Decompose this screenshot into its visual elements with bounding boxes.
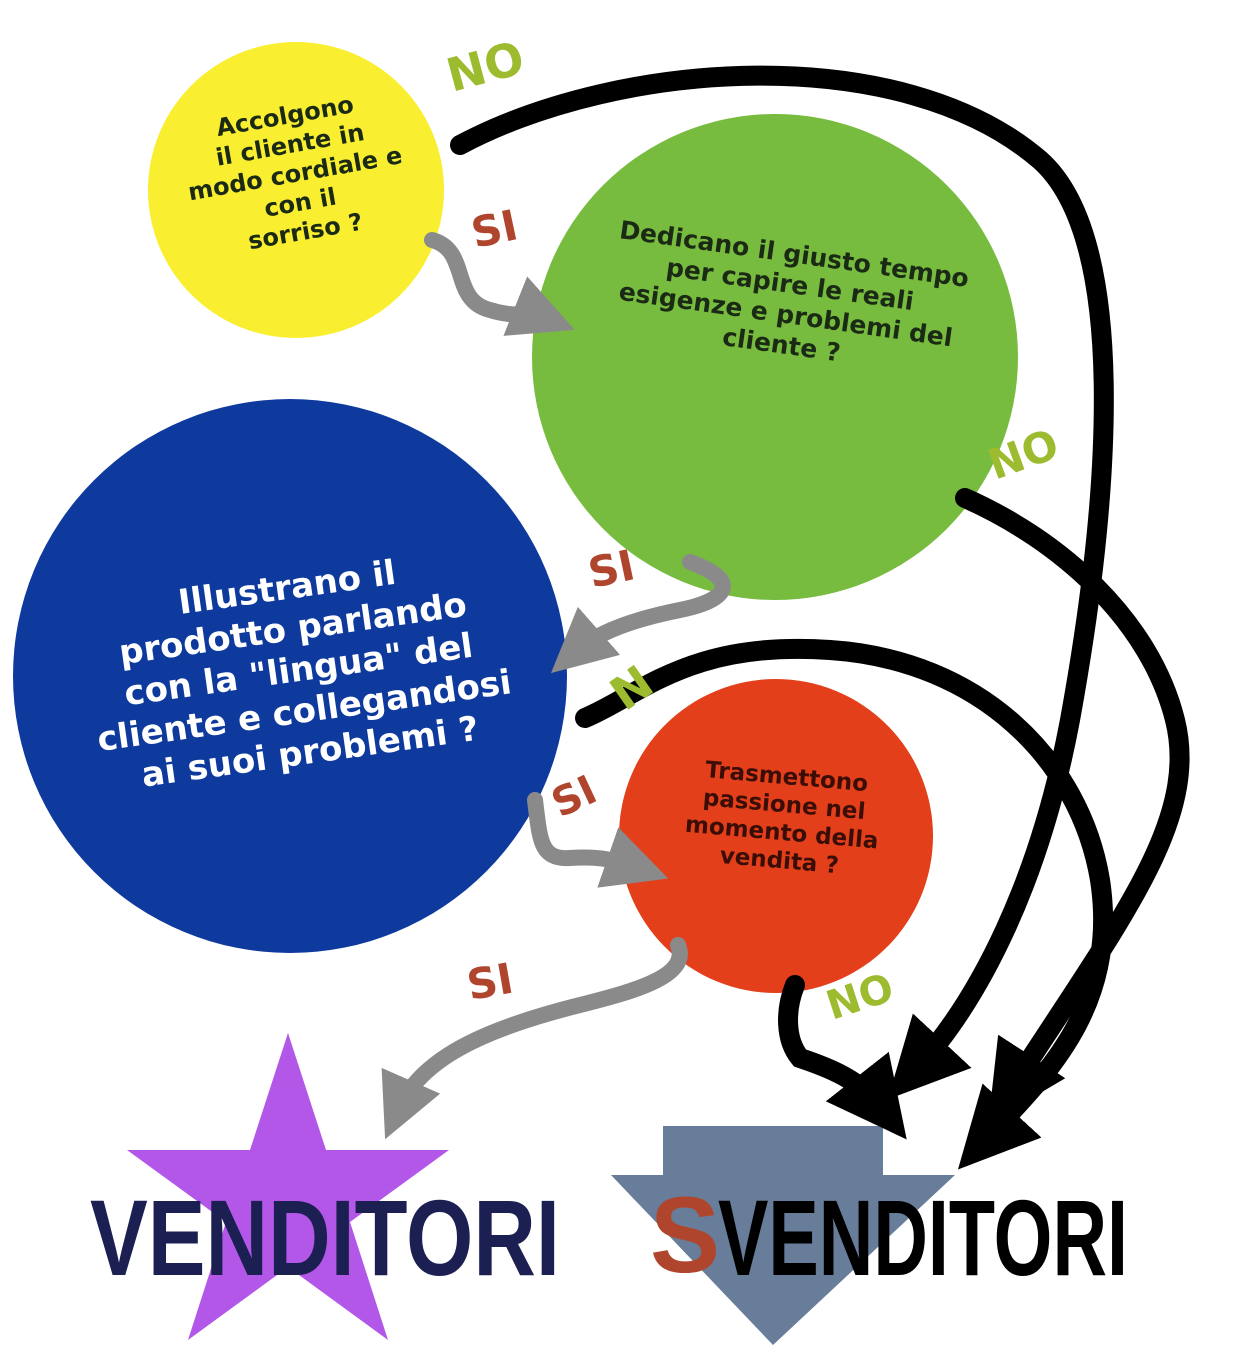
yes-arrow-4 <box>381 937 688 1140</box>
star-shape <box>127 1033 449 1340</box>
yes-label-2: SI <box>584 540 639 597</box>
down-arrow-shape <box>611 1126 955 1345</box>
outcome-bad-prefix: S <box>650 1174 720 1295</box>
yes-label-1: SI <box>467 200 522 257</box>
outcome-good-label: VENDITORI <box>90 1177 560 1298</box>
question-circle-4 <box>619 679 933 993</box>
no-arrow-3 <box>575 638 1114 1170</box>
question-circle-3 <box>13 399 567 953</box>
no-arrow-1 <box>450 65 1114 1100</box>
yes-arrow-1 <box>424 232 575 336</box>
yes-label-4: SI <box>463 954 517 1010</box>
no-label-1: NO <box>441 30 530 102</box>
no-arrow-4 <box>778 975 907 1140</box>
yes-arrow-2 <box>550 554 731 674</box>
outcome-bad-rest: VENDITORI <box>718 1177 1128 1298</box>
question-3-text: Illustrano ilprodotto parlandocon la "li… <box>77 539 519 801</box>
yes-label-3: SI <box>545 767 604 827</box>
question-circle-1 <box>148 42 444 338</box>
question-circle-2 <box>532 114 1018 600</box>
yes-arrow-3 <box>527 792 669 888</box>
